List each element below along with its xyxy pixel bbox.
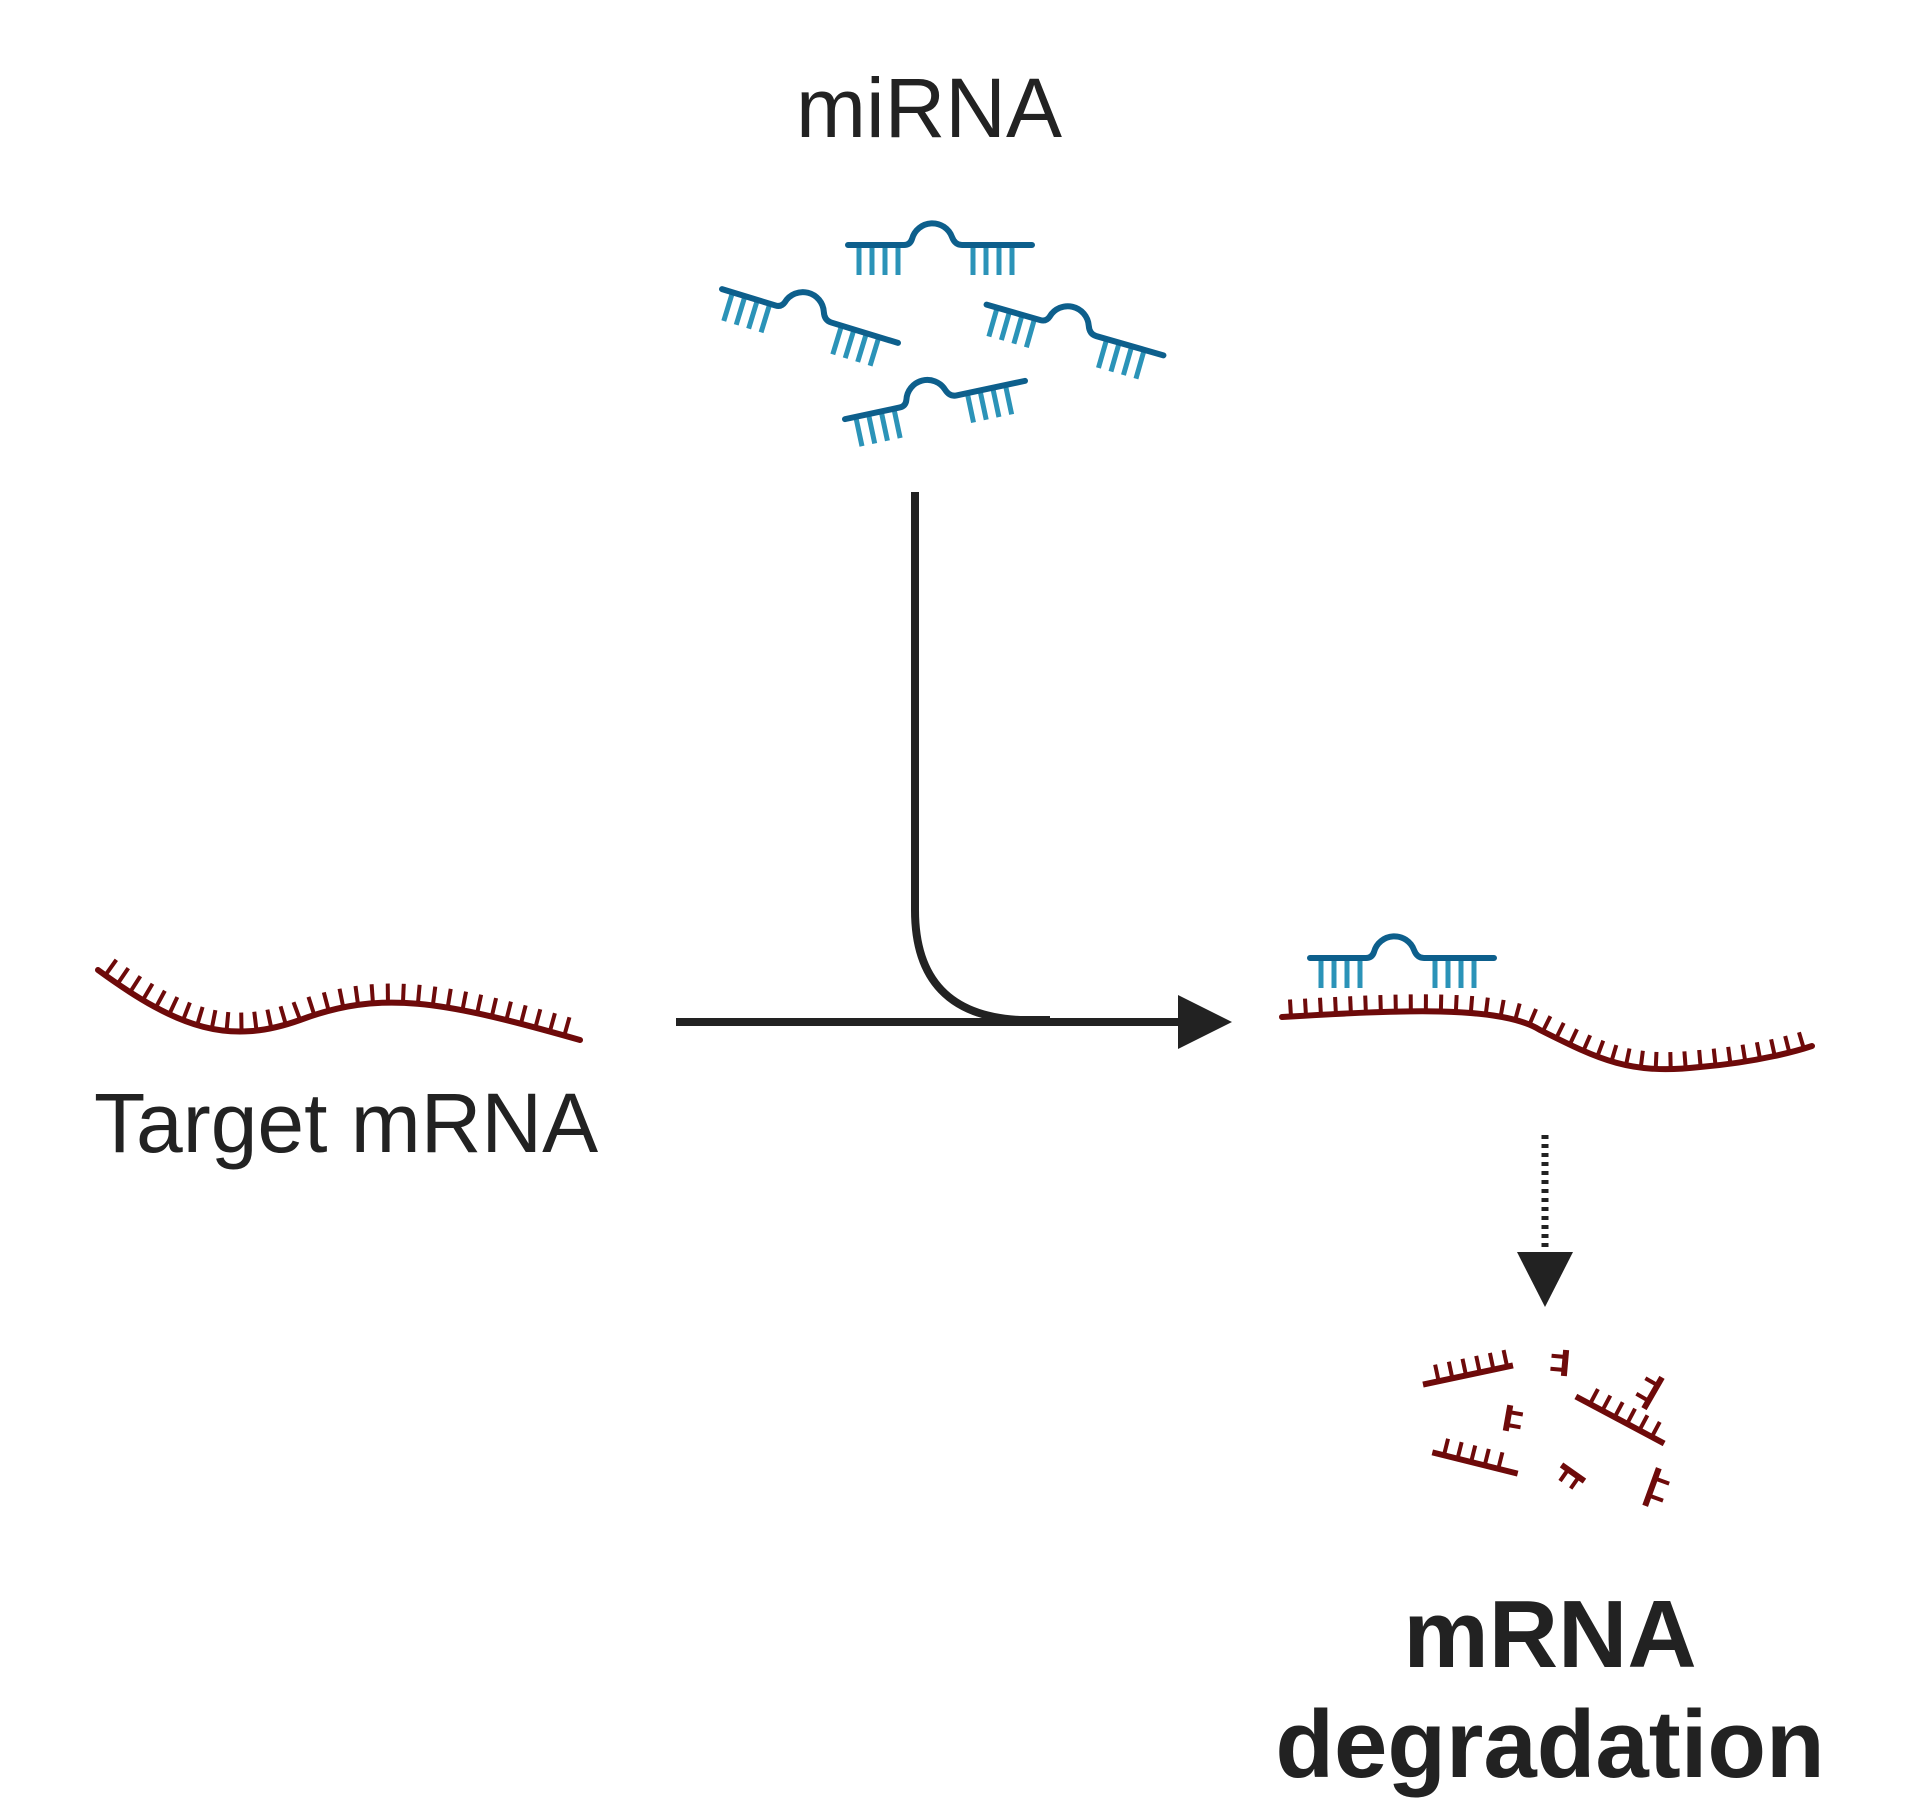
mirna-molecule [848, 223, 1032, 275]
mrna-fragment [1554, 1465, 1585, 1493]
mrna-fragment [1645, 1468, 1673, 1511]
degradation-label-line2: degradation [1250, 1690, 1850, 1800]
mrna-fragment [1550, 1349, 1566, 1376]
mrna-fragments [1419, 1349, 1672, 1511]
mirna-molecule [713, 268, 904, 371]
mrna-fragment [1506, 1405, 1524, 1433]
mrna-fragment [1419, 1349, 1513, 1385]
mirna-label: miRNA [796, 60, 1062, 157]
degradation-label-line1: mRNA [1250, 1580, 1850, 1690]
mirna-molecule [978, 284, 1169, 384]
mirna-mrna-complex [1282, 936, 1812, 1069]
main-arrow-head [1178, 995, 1232, 1049]
mirna-molecule [841, 360, 1032, 449]
mrna-degradation-label: mRNA degradation [1250, 1580, 1850, 1800]
mirna-path-curve [915, 492, 1050, 1020]
target-mrna-strand [98, 960, 580, 1040]
mirna-cluster [713, 223, 1169, 448]
mrna-fragment [1632, 1370, 1662, 1408]
target-mrna-label: Target mRNA [94, 1075, 598, 1172]
mrna-fragment [1432, 1436, 1521, 1474]
degradation-arrow-head [1517, 1252, 1573, 1307]
bound-mirna [1310, 936, 1494, 988]
